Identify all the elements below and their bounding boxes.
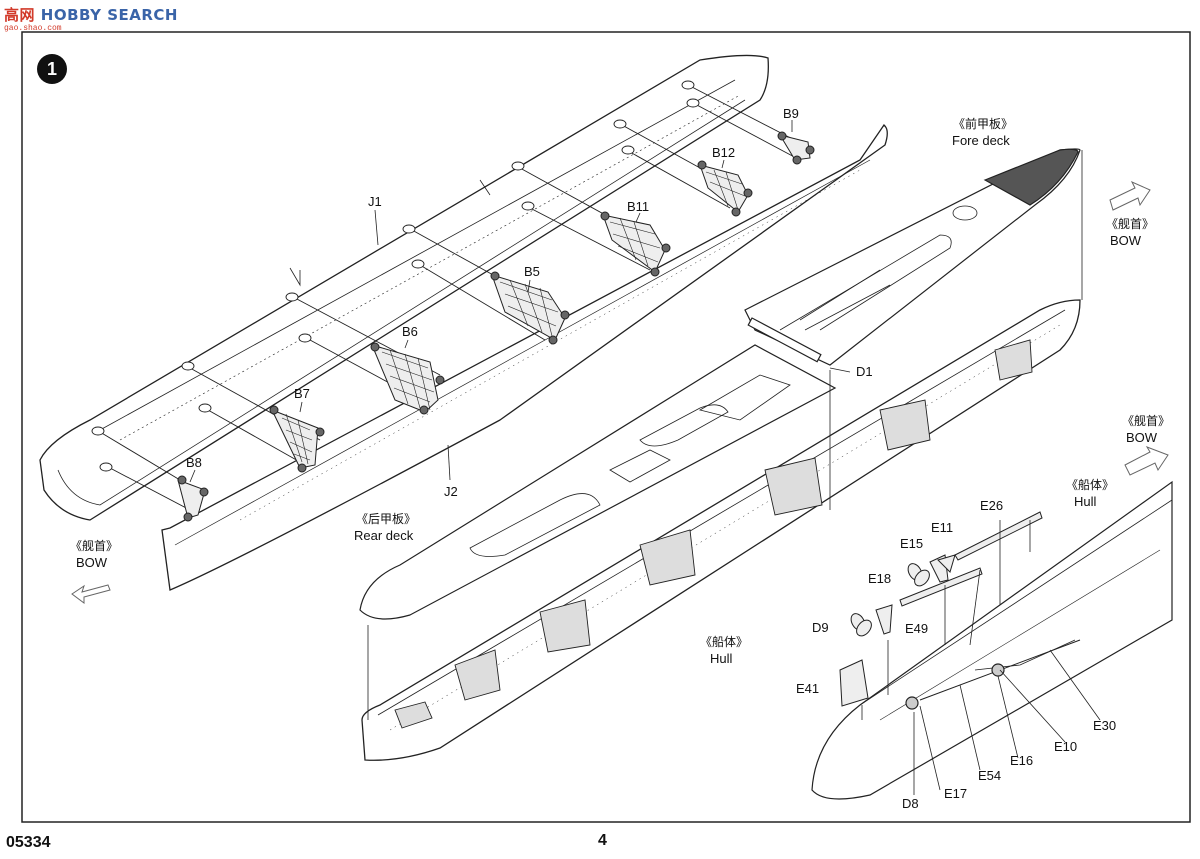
watermark-en: HOBBY SEARCH — [40, 6, 178, 24]
label-e54: E54 — [978, 768, 1001, 783]
watermark-logo: 高网 HOBBY SEARCH — [4, 4, 178, 25]
watermark-cn-2: 网 — [19, 6, 36, 24]
part-e11-bracket — [929, 554, 956, 583]
step-badge: 1 — [37, 54, 67, 84]
callout-bow2-en: BOW — [1126, 430, 1158, 445]
bulkheads — [177, 131, 815, 522]
part-d9-propeller — [850, 613, 872, 637]
label-e11: E11 — [931, 520, 953, 535]
bulkhead-b5 — [490, 271, 570, 345]
label-leaders — [189, 120, 1101, 795]
label-e41: E41 — [796, 681, 819, 696]
label-b5: B5 — [524, 264, 540, 279]
watermark-cn-1: 高 — [4, 6, 20, 24]
label-b12: B12 — [712, 145, 735, 160]
callout-hull-en: Hull — [710, 651, 733, 666]
bulkhead-b6 — [370, 342, 445, 415]
hull-half-j1 — [39, 54, 769, 521]
label-e30: E30 — [1093, 718, 1116, 733]
callout-hull2-en: Hull — [1074, 494, 1097, 509]
callout-bow2-cn: 《舰首》 — [1122, 414, 1170, 428]
label-d8: D8 — [902, 796, 919, 811]
label-d9: D9 — [812, 620, 829, 635]
watermark-url: gao.shao.com — [4, 24, 62, 33]
label-b9: B9 — [783, 106, 799, 121]
label-e26: E26 — [980, 498, 1003, 513]
hull-half-j2 — [161, 124, 888, 591]
callout-bow3-cn: 《舰首》 — [70, 539, 118, 553]
rear-deck — [359, 344, 837, 620]
label-b11: B11 — [627, 199, 649, 214]
label-b7: B7 — [294, 386, 310, 401]
bulkhead-b9 — [777, 131, 815, 165]
bulkhead-b11 — [600, 211, 671, 277]
label-d1: D1 — [856, 364, 873, 379]
label-e17: E17 — [944, 786, 967, 801]
bow-arrow-3 — [71, 584, 111, 604]
kit-code: 05334 — [6, 834, 51, 851]
callout-hull2-cn: 《船体》 — [1066, 478, 1114, 492]
callout-hull-cn: 《船体》 — [700, 635, 748, 649]
fore-deck — [744, 148, 1081, 366]
label-b8: B8 — [186, 455, 202, 470]
hull-frames — [394, 339, 1033, 729]
label-e15: E15 — [900, 536, 923, 551]
label-e10: E10 — [1054, 739, 1077, 754]
part-e15-propeller — [907, 563, 930, 587]
main-hull — [361, 299, 1081, 761]
bulkhead-b8 — [177, 475, 209, 522]
bow-arrow-1 — [1109, 180, 1151, 211]
callout-fore-deck-en: Fore deck — [952, 133, 1010, 148]
label-b6: B6 — [402, 324, 418, 339]
label-e18: E18 — [868, 571, 891, 586]
bow-hull-detail — [811, 480, 1173, 800]
part-e49-shaft — [899, 567, 983, 607]
callout-rear-deck-cn: 《后甲板》 — [356, 512, 416, 526]
callout-fore-deck-cn: 《前甲板》 — [953, 116, 1013, 131]
page-number: 4 — [598, 832, 607, 849]
part-e41-plate — [839, 659, 869, 707]
label-e49: E49 — [905, 621, 928, 636]
bulkhead-b7 — [269, 405, 325, 473]
callout-bow3-en: BOW — [76, 555, 108, 570]
label-e16: E16 — [1010, 753, 1033, 768]
part-e18-bracket — [875, 604, 893, 635]
step-number: 1 — [47, 59, 57, 79]
propulsion-parts — [839, 511, 1043, 707]
label-j1: J1 — [368, 194, 382, 209]
callout-rear-deck-en: Rear deck — [354, 528, 414, 543]
bulkhead-b12 — [697, 160, 753, 217]
page-frame — [21, 31, 1191, 823]
label-j2: J2 — [444, 484, 458, 499]
part-e26-strut — [954, 511, 1043, 561]
callout-bow1-cn: 《舰首》 — [1106, 217, 1154, 231]
bow-arrow-2 — [1124, 446, 1169, 476]
callout-bow1-en: BOW — [1110, 233, 1142, 248]
